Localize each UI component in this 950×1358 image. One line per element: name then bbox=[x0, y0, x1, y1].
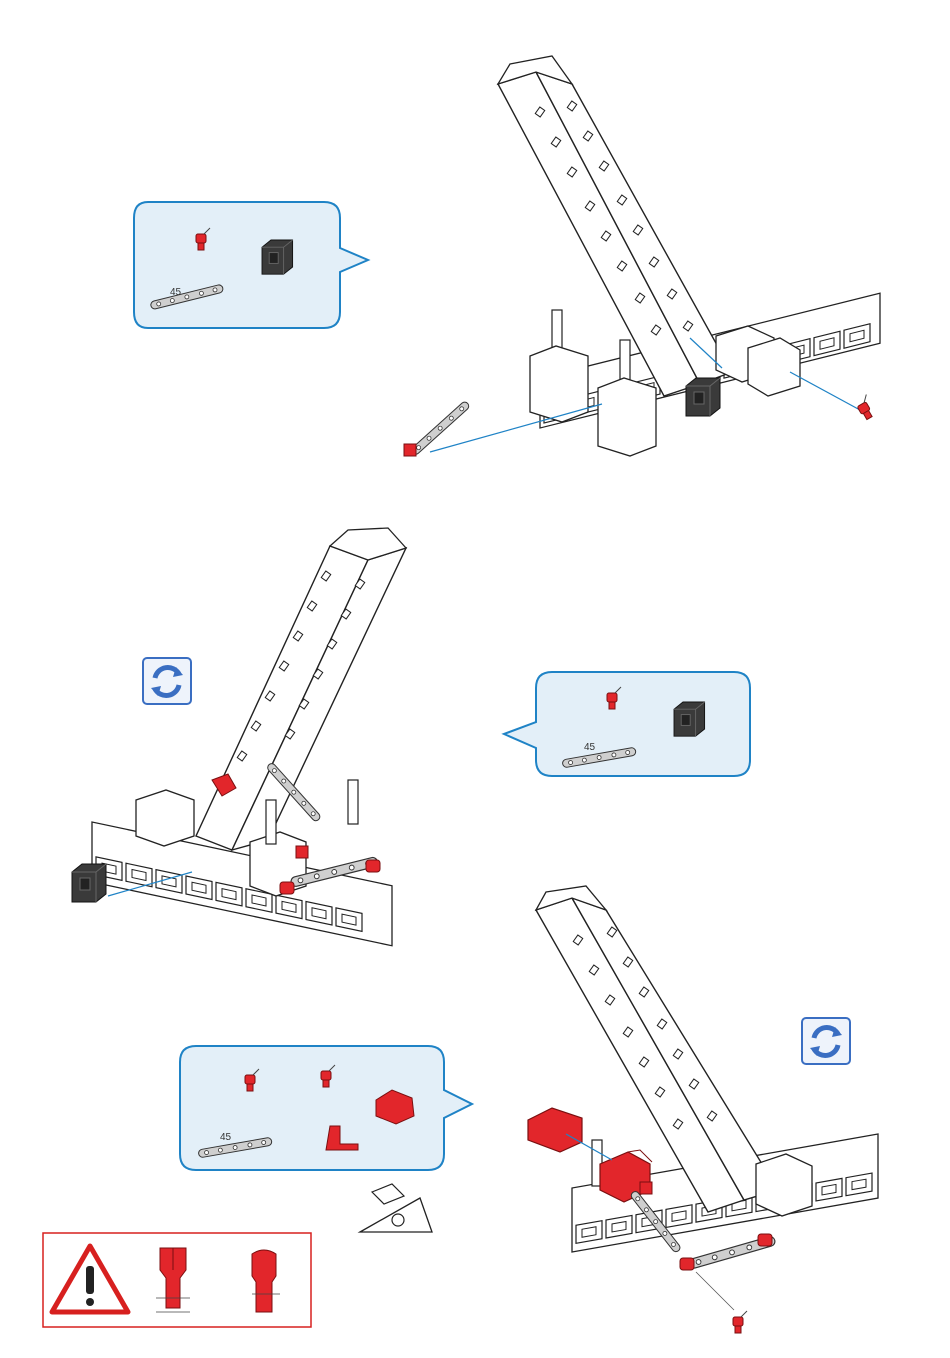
dark-block-part-icon bbox=[674, 702, 705, 736]
step-2-model bbox=[72, 528, 406, 946]
dark-block-loose bbox=[72, 864, 106, 902]
step-1-callout: 45 bbox=[134, 202, 368, 328]
angle-block-hint bbox=[360, 1184, 432, 1232]
red-angle-block-loose bbox=[528, 1108, 582, 1152]
red-peg-loose bbox=[854, 395, 877, 421]
strip-45-label: 45 bbox=[220, 1132, 232, 1143]
step-2-rotate-icon bbox=[143, 658, 191, 704]
strip-45-label: 45 bbox=[584, 742, 596, 753]
step-3-model bbox=[528, 886, 878, 1333]
dark-block-part-icon bbox=[262, 240, 293, 274]
warning-box bbox=[43, 1233, 311, 1327]
step-3-rotate-icon bbox=[802, 1018, 850, 1064]
strip-45-loose bbox=[410, 400, 470, 455]
step-1-model bbox=[404, 56, 880, 456]
step-2-callout: 45 bbox=[504, 672, 750, 776]
step-3-callout: 45 bbox=[180, 1046, 472, 1170]
red-peg-loose bbox=[733, 1311, 747, 1333]
strip-45-label: 45 bbox=[170, 287, 182, 298]
